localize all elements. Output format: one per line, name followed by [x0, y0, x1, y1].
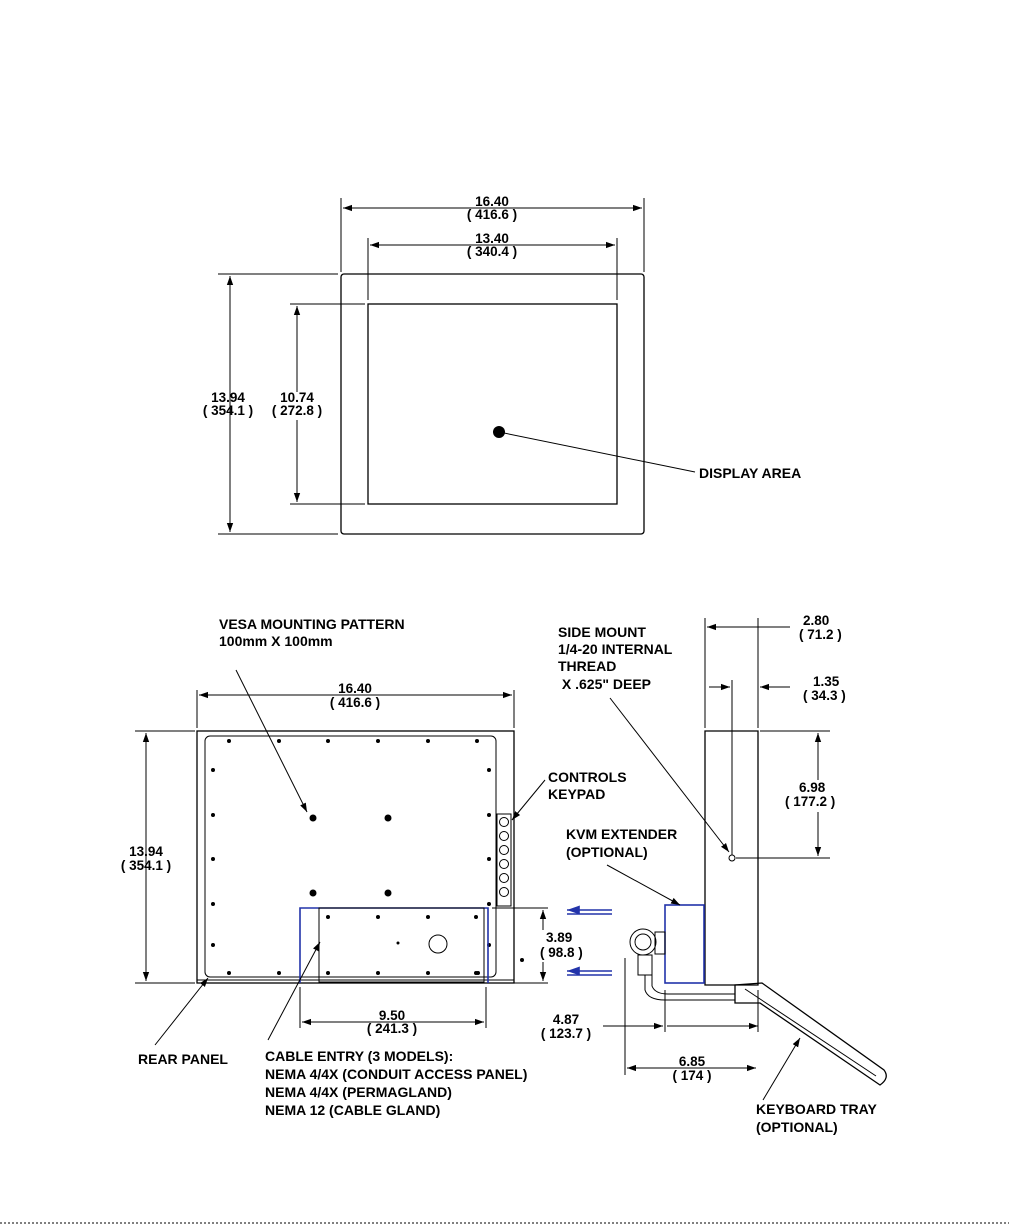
side-mount-line-4: X .625" DEEP — [558, 676, 651, 692]
mount-offset-in: 1.35 — [813, 674, 840, 689]
rear-panel-label: REAR PANEL — [138, 1051, 228, 1067]
rear-width-mm: ( 416.6 ) — [330, 695, 380, 710]
side-depth-mm: ( 71.2 ) — [799, 627, 842, 642]
rear-height-mm: ( 354.1 ) — [121, 858, 171, 873]
cable-entry-line-1: CABLE ENTRY (3 MODELS): — [265, 1048, 453, 1064]
keyboard-tray — [734, 982, 887, 1086]
vesa-label-line2: 100mm X 100mm — [219, 633, 333, 649]
keyboard-tray-label-line2: (OPTIONAL) — [756, 1119, 838, 1135]
kvm-label-line1: KVM EXTENDER — [566, 826, 677, 842]
cable-entry-line-4: NEMA 12 (CABLE GLAND) — [265, 1102, 440, 1118]
display-area-label: DISPLAY AREA — [699, 465, 801, 481]
front-height-in: 13.94 — [211, 390, 245, 405]
cable-panel-height-in: 3.89 — [546, 930, 572, 945]
rear-height-in: 13.94 — [129, 844, 163, 859]
kvm-leader — [606, 864, 681, 906]
controls-label-line2: KEYPAD — [548, 786, 605, 802]
side-depth-in: 2.80 — [803, 613, 829, 628]
controls-label-line1: CONTROLS — [548, 769, 627, 785]
cable-panel-height-mm: ( 98.8 ) — [540, 945, 583, 960]
front-height-mm: ( 354.1 ) — [203, 403, 253, 418]
rear-screws — [211, 739, 524, 975]
cable-panel-width-mm: ( 241.3 ) — [367, 1021, 417, 1036]
kvm-label-line2: (OPTIONAL) — [566, 844, 648, 860]
vesa-leader — [235, 669, 308, 813]
cable-entry-leader — [267, 941, 321, 1041]
side-view: SIDE MOUNT 1/4-20 INTERNAL THREAD X .625… — [541, 613, 887, 1135]
mount-offset-mm: ( 34.3 ) — [803, 688, 846, 703]
kvm-depth-in: 4.87 — [553, 1012, 579, 1027]
display-width-in: 13.40 — [475, 231, 509, 246]
rear-enclosure-outline — [196, 730, 515, 984]
kvm-extender-box — [664, 904, 705, 984]
mount-height-mm: ( 177.2 ) — [785, 794, 835, 809]
side-enclosure-outline — [704, 730, 759, 986]
display-height-in: 10.74 — [280, 390, 314, 405]
side-mount-line-2: 1/4-20 INTERNAL — [558, 641, 673, 657]
front-width-in: 16.40 — [475, 194, 509, 209]
controls-leader — [511, 779, 546, 821]
display-area-leader — [498, 431, 696, 473]
rear-width-in: 16.40 — [338, 681, 372, 696]
side-mount-line-1: SIDE MOUNT — [558, 624, 646, 640]
vesa-label-line1: VESA MOUNTING PATTERN — [219, 616, 405, 632]
display-width-mm: ( 340.4 ) — [467, 244, 517, 259]
cable-entry-arrows — [567, 905, 612, 976]
tray-depth-in: 6.85 — [679, 1054, 706, 1069]
cable-entry-line-2: NEMA 4/4X (CONDUIT ACCESS PANEL) — [265, 1066, 527, 1082]
keyboard-tray-label-line1: KEYBOARD TRAY — [756, 1101, 877, 1117]
front-view: 16.40 ( 416.6 ) 13.40 ( 340.4 ) 13.94 ( … — [203, 194, 801, 535]
rear-panel-leader — [154, 977, 209, 1046]
cable-gland-fitting — [629, 928, 735, 1001]
front-bezel-outline — [340, 273, 645, 535]
mount-height-in: 6.98 — [799, 780, 826, 795]
cable-entry-line-3: NEMA 4/4X (PERMAGLAND) — [265, 1084, 452, 1100]
rear-panel-plate — [204, 735, 497, 978]
keyboard-tray-leader — [762, 1037, 801, 1101]
kvm-depth-mm: ( 123.7 ) — [541, 1026, 591, 1041]
side-mount-hole — [728, 854, 736, 862]
cable-gland-hole — [428, 934, 448, 954]
display-area-rect — [367, 303, 618, 505]
cable-panel-width-in: 9.50 — [379, 1008, 405, 1023]
side-mount-line-3: THREAD — [558, 658, 616, 674]
display-height-mm: ( 272.8 ) — [272, 403, 322, 418]
rear-view: VESA MOUNTING PATTERN 100mm X 100mm 16.4… — [121, 616, 627, 1118]
keypad-buttons — [499, 817, 509, 897]
side-mount-leader — [609, 697, 730, 853]
cable-access-panel — [318, 907, 485, 983]
tray-depth-mm: ( 174 ) — [672, 1068, 711, 1083]
controls-keypad — [496, 813, 512, 907]
front-width-mm: ( 416.6 ) — [467, 207, 517, 222]
